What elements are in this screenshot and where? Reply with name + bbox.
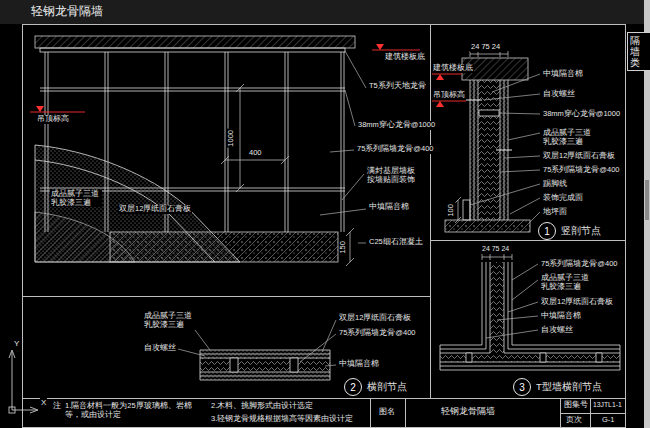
part-label: 满封基层墙板 按墙贴面装饰	[366, 167, 418, 184]
level-mark	[30, 112, 85, 113]
dimension: 100	[447, 203, 456, 218]
section-title: 竖剖节点	[560, 225, 602, 238]
dimension: 1000	[227, 129, 236, 148]
part-label: C25细石混凝土	[368, 238, 424, 247]
level-mark	[36, 106, 44, 112]
level-mark	[432, 74, 462, 75]
part-label: 中填隔音棉	[338, 360, 380, 369]
concrete-base	[110, 232, 338, 262]
scroll-thumb	[645, 180, 649, 220]
category-name: 隔墙类	[630, 35, 640, 68]
part-label: 38mm穿心龙骨@1000	[357, 121, 436, 130]
dimension-line	[482, 254, 512, 260]
part-label: 75系列隔墙龙骨@400	[356, 145, 434, 154]
part-label: 双层12厚纸面石膏板	[338, 314, 412, 323]
part-label: 地坪面	[542, 208, 568, 217]
title-block-cell: 图集号	[563, 401, 589, 410]
wall-layers	[200, 350, 330, 380]
note: 2.木料、挑脚形式由设计选定	[210, 402, 314, 411]
ucs-icon	[9, 350, 38, 413]
dimension-line	[470, 51, 508, 57]
axis-label: X	[40, 398, 47, 407]
wall-layers	[440, 345, 620, 370]
callout-circle: 1 竖剖节点	[538, 222, 602, 240]
floor-slab	[35, 36, 355, 48]
axis-label: Y	[13, 339, 20, 348]
level-mark	[436, 74, 444, 80]
top-track	[40, 48, 345, 52]
part-label: 踢脚线	[542, 180, 568, 189]
level-mark	[376, 44, 384, 50]
part-label: 成品腻子三道 乳胶漆三遍	[143, 312, 195, 329]
note: 3.轻钢龙骨规格根据墙高等因素由设计定	[210, 415, 354, 424]
leader-lines	[178, 320, 336, 366]
title-block-cell: 轻钢龙骨隔墙	[440, 406, 496, 416]
level-label: 建筑楼板底	[432, 64, 474, 73]
section-title: T型墙横剖节点	[535, 381, 603, 394]
title-block-cell: G-1	[601, 416, 616, 425]
insulation	[490, 262, 504, 353]
part-label: 75系列隔墙龙骨@400	[338, 329, 416, 338]
part-label: 中填隔音棉	[368, 203, 410, 212]
level-mark	[432, 101, 466, 102]
screws	[466, 100, 512, 150]
level-mark	[372, 50, 420, 51]
part-label: 成品腻子三道 乳胶漆三遍	[540, 274, 592, 291]
level-label: 吊顶标高	[36, 115, 70, 124]
level-mark	[436, 101, 444, 107]
sheet-frame	[23, 25, 626, 428]
skirting	[463, 200, 470, 220]
level-label: 吊顶标高	[432, 91, 466, 100]
part-label: 双层12厚纸面石膏板	[540, 298, 614, 307]
title-block-cell: 页次	[565, 416, 583, 425]
part-label: 装饰完成面	[542, 194, 584, 203]
dimension: 24 75 24	[470, 43, 501, 52]
studs	[466, 353, 602, 362]
dimension-line	[455, 197, 461, 223]
category-tab: 隔墙类	[627, 32, 650, 71]
section-title: 横剖节点	[366, 381, 408, 394]
callout-number: 3	[513, 378, 531, 396]
insulation	[200, 358, 330, 372]
part-label: 双层12厚纸面石膏板	[542, 152, 616, 161]
part-label: 自攻螺丝	[540, 326, 574, 335]
sheet-grid	[22, 25, 625, 428]
dimension: 150	[339, 240, 348, 255]
note: 1.隔音材料一般为25厚玻璃棉、岩棉等，或由设计定	[64, 402, 206, 419]
part-label: 中填隔音棉	[540, 312, 582, 321]
studs	[230, 358, 298, 372]
studs	[45, 52, 344, 232]
leader-lines	[486, 264, 538, 338]
callout-number: 2	[344, 378, 362, 396]
dimension: 24 75 24	[481, 245, 510, 253]
part-label: 自攻螺丝	[143, 344, 177, 353]
ucs-icon	[9, 407, 15, 413]
part-label: 成品腻子三道 乳胶漆三遍	[542, 129, 594, 146]
part-label: 38mm穿心龙骨@1000	[542, 110, 621, 119]
dimension-line	[236, 84, 244, 192]
part-label: 双层12厚纸面石膏板	[118, 205, 192, 214]
part-label: T5系列天地龙骨	[368, 82, 427, 91]
leader-lines	[470, 74, 540, 222]
part-label: 建筑楼板底	[384, 53, 426, 62]
drawing-title: 轻钢龙骨隔墙	[30, 5, 104, 19]
part-label: 75系列隔墙龙骨@400	[542, 166, 620, 175]
title-bar	[0, 0, 650, 24]
floor	[445, 220, 530, 232]
title-block-cell: 13JTL1-1	[592, 401, 623, 409]
insulation	[440, 353, 620, 362]
callout-number: 1	[538, 222, 556, 240]
through-channel	[479, 110, 499, 116]
title-block-cell: 图名	[378, 407, 396, 416]
part-label: 75系列隔墙龙骨@400	[540, 260, 618, 269]
callout-circle: 3 T型墙横剖节点	[513, 378, 603, 396]
wall-layers	[482, 262, 512, 353]
part-label: 自攻螺丝	[542, 90, 576, 99]
dimension: 400	[248, 149, 263, 158]
part-label: 中填隔音棉	[542, 70, 584, 79]
part-label: 成品腻子三道 乳胶漆三遍	[50, 190, 102, 207]
callout-circle: 2 横剖节点	[344, 378, 408, 396]
